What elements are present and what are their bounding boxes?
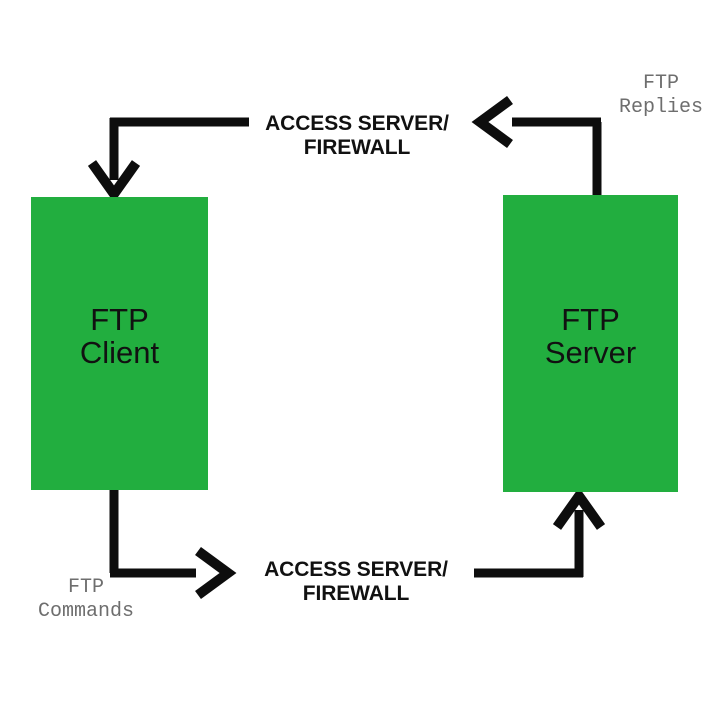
reply-arrowhead-down-icon <box>87 160 141 203</box>
ftp-commands-caption: FTP Commands <box>38 576 134 623</box>
reply-arrowhead-left-icon <box>471 95 513 149</box>
ftp-server-label-line2: Server <box>545 335 636 370</box>
ftp-client-label-line1: FTP <box>90 302 149 337</box>
ftp-client-label-line2: Client <box>80 335 160 370</box>
ftp-replies-label-line1: FTP <box>643 72 679 95</box>
ftp-commands-label-line1: FTP <box>68 576 104 599</box>
ftp-commands-label-line2: Commands <box>38 600 134 623</box>
reply-channel-label-line1: ACCESS SERVER/ <box>265 112 449 135</box>
reply-flow-connector <box>87 95 602 203</box>
ftp-server-label-line1: FTP <box>561 302 620 337</box>
ftp-replies-caption: FTP Replies <box>619 72 703 119</box>
command-channel-label-line1: ACCESS SERVER/ <box>264 558 448 581</box>
command-arrowhead-right-icon <box>195 546 237 600</box>
ftp-server-box[interactable] <box>503 195 678 492</box>
node-ftp-client[interactable]: FTP Client <box>31 197 208 490</box>
reply-channel-label-line2: FIREWALL <box>304 136 411 159</box>
ftp-client-box[interactable] <box>31 197 208 490</box>
node-ftp-server[interactable]: FTP Server <box>503 195 678 492</box>
ftp-replies-label-line2: Replies <box>619 96 703 119</box>
reply-channel-caption: ACCESS SERVER/ FIREWALL <box>265 112 449 159</box>
command-channel-label-line2: FIREWALL <box>303 582 410 605</box>
command-channel-caption: ACCESS SERVER/ FIREWALL <box>264 558 448 605</box>
command-arrowhead-up-icon <box>552 487 606 530</box>
command-flow-connector <box>109 487 606 600</box>
